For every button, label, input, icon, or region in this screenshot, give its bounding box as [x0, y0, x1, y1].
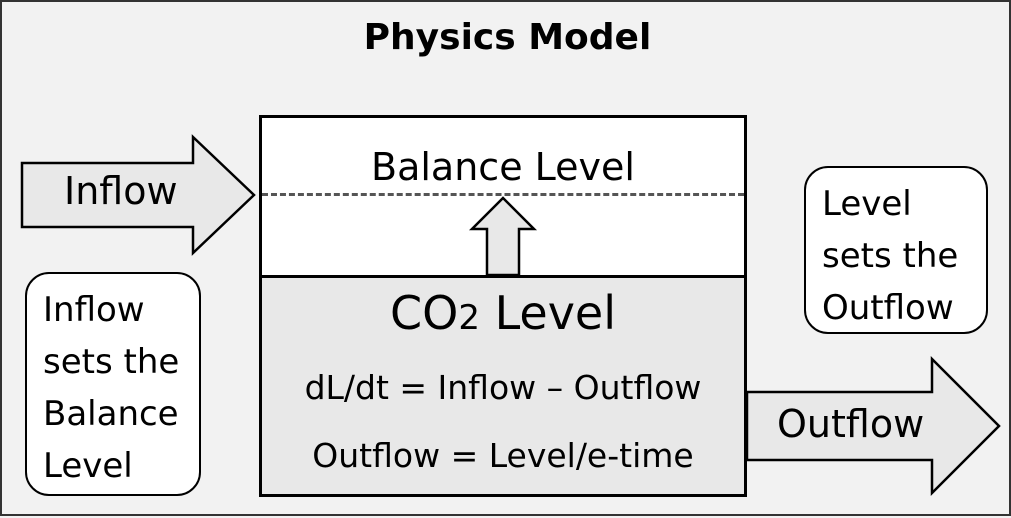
balance-level-label: Balance Level	[371, 145, 635, 189]
diagram-title: Physics Model	[363, 17, 652, 58]
outflow-note: Level sets the Outflow	[804, 166, 988, 334]
co2-level-label-subscript: 2	[458, 298, 480, 338]
inflow-arrow	[20, 134, 256, 256]
outflow-note-line: Outflow	[822, 288, 954, 328]
inflow-note-line: Balance	[43, 394, 179, 434]
inflow-arrow-label: Inflow	[64, 169, 178, 213]
balance-level-dashed-line	[262, 193, 744, 196]
inflow-note-line: Inflow	[43, 290, 145, 330]
co2-level-label-main: CO	[389, 286, 459, 340]
rising-level-arrow	[468, 196, 538, 277]
co2-level-zone	[259, 275, 747, 497]
inflow-note: Inflow sets the Balance Level	[25, 272, 201, 496]
outflow-note-line: Level	[822, 184, 912, 224]
outflow-arrow-label: Outflow	[777, 402, 925, 446]
inflow-note-line: Level	[43, 446, 133, 486]
co2-level-label: CO2 Level	[259, 290, 747, 336]
outflow-note-line: sets the	[822, 236, 959, 276]
inflow-note-line: sets the	[43, 342, 180, 382]
equation-rate: dL/dt = Inflow – Outflow	[304, 368, 702, 407]
co2-level-label-rest: Level	[479, 286, 616, 340]
outflow-arrow	[745, 355, 1001, 497]
equation-outflow: Outflow = Level/e-time	[312, 436, 694, 475]
